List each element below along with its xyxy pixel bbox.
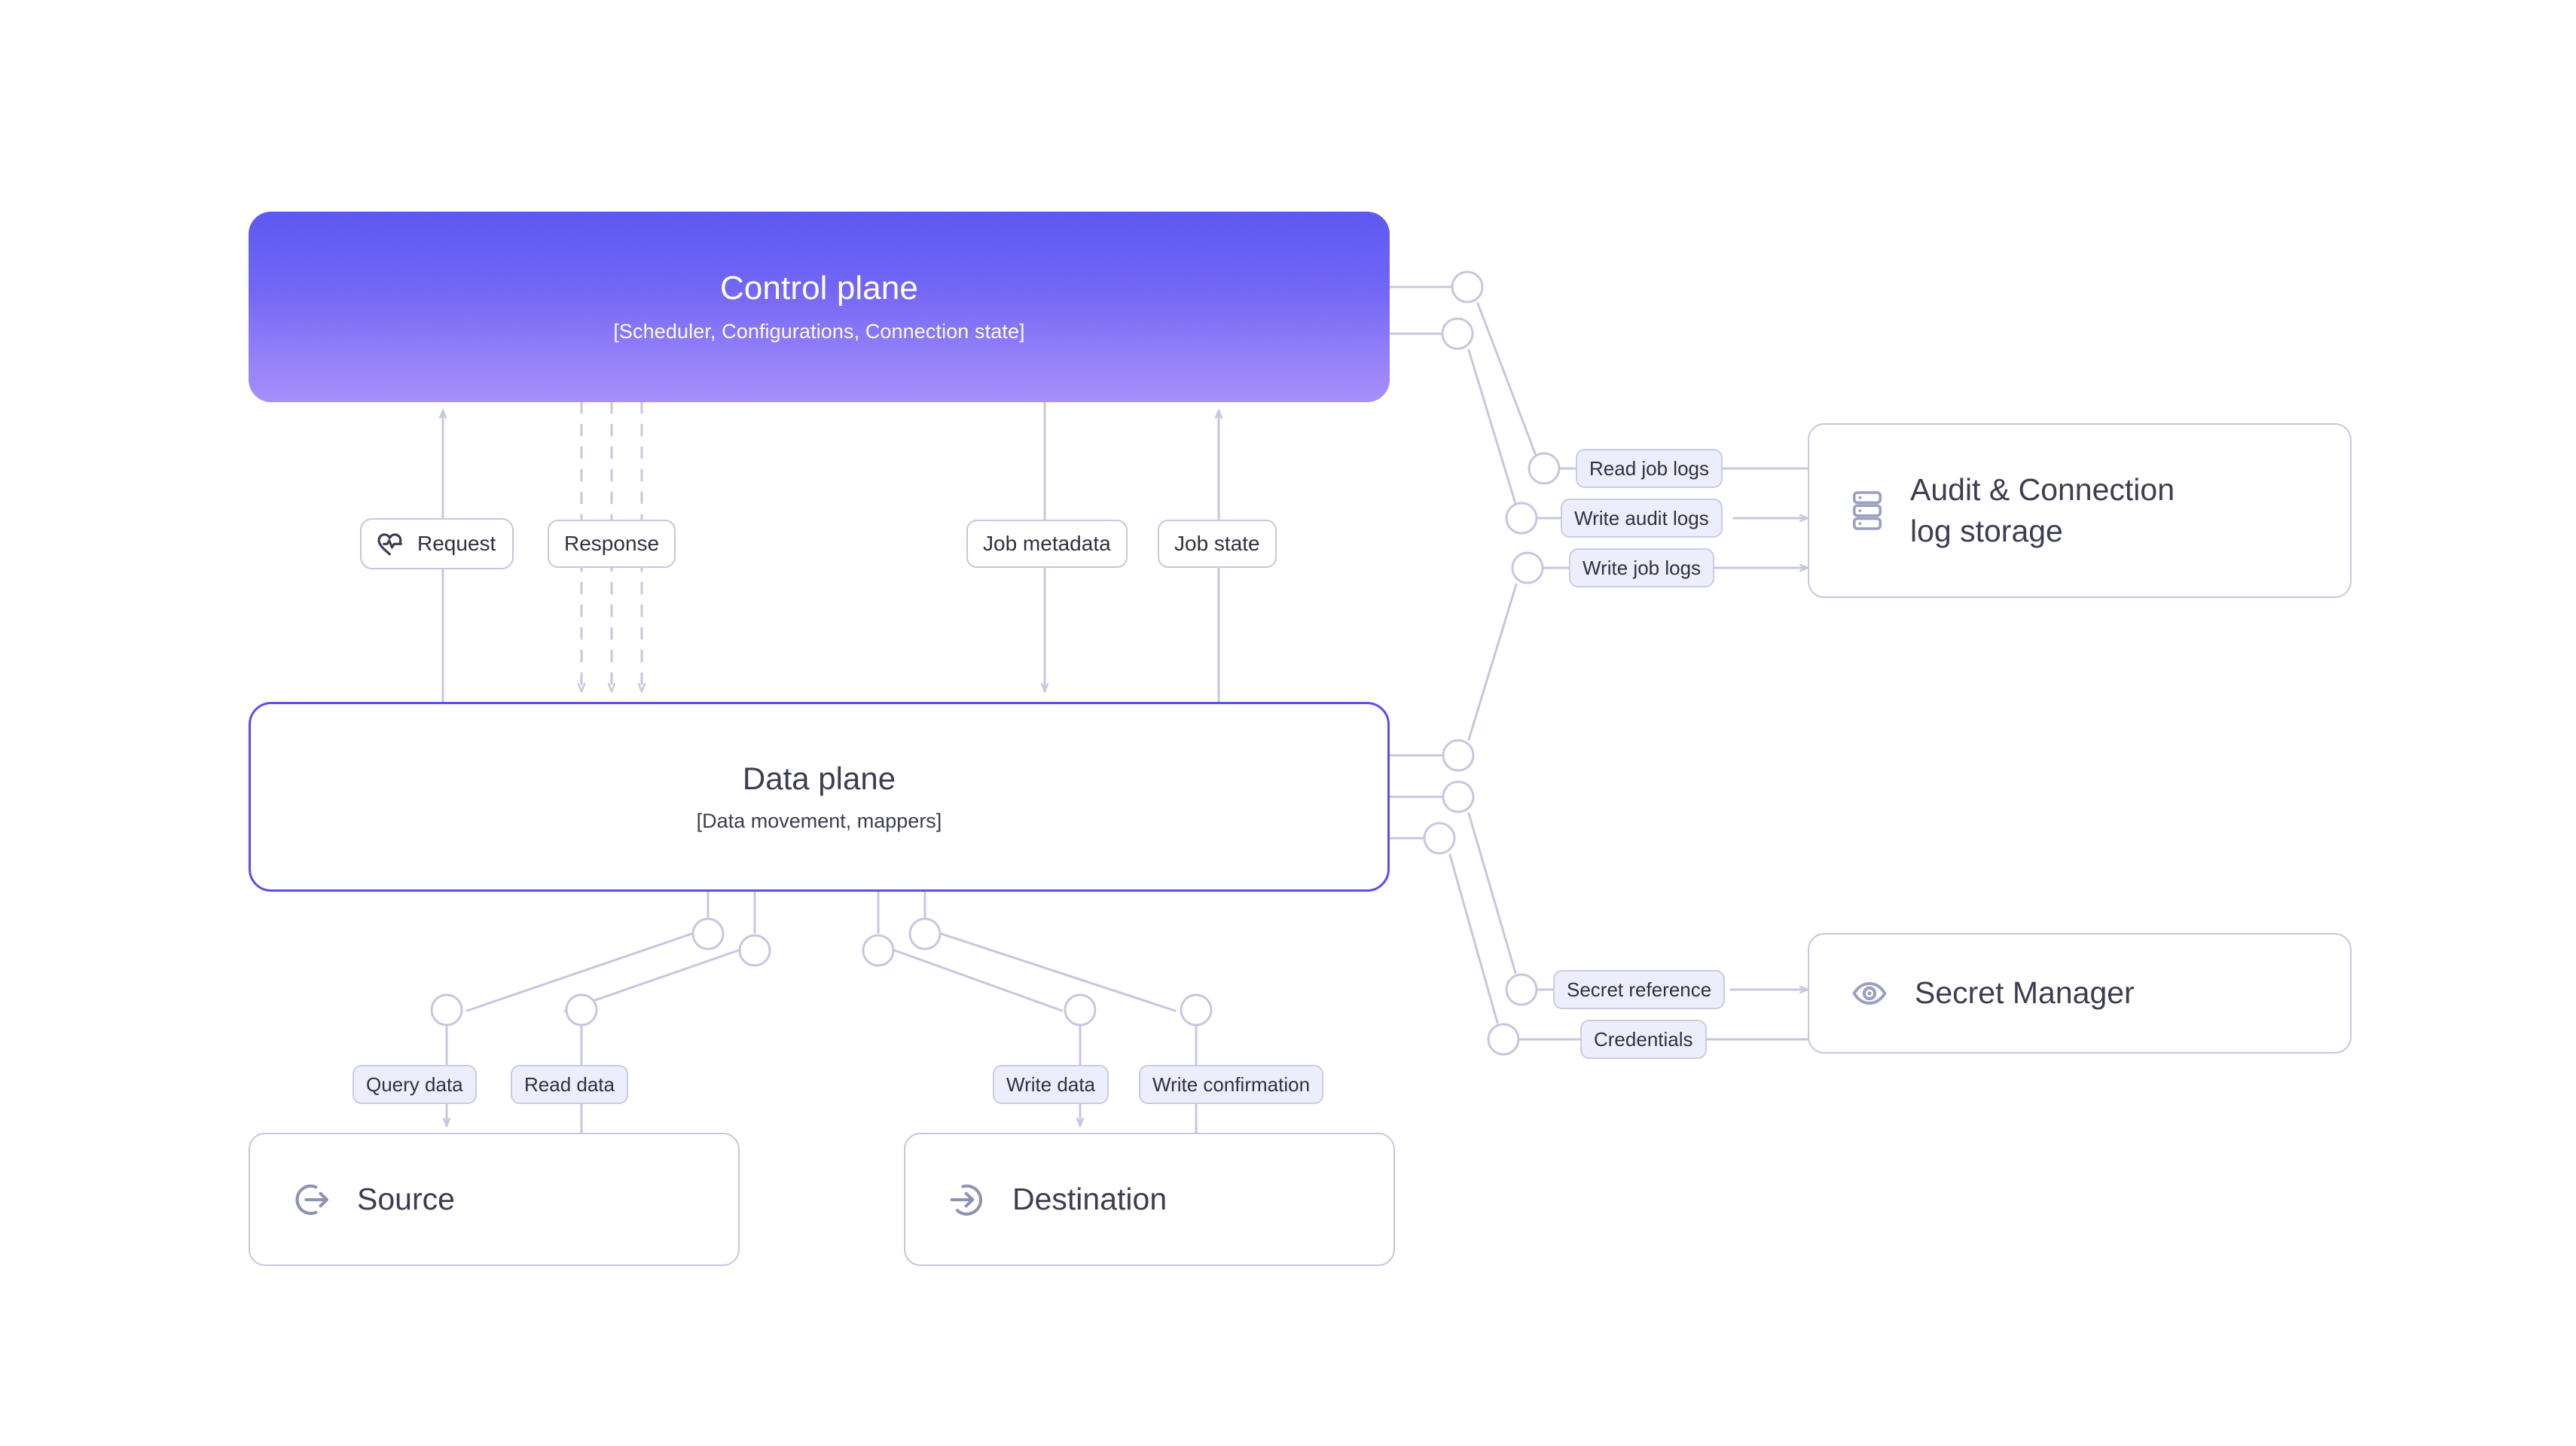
joint-dp-bottom-confirmation	[908, 917, 942, 950]
edge-label-secret-reference-text: Secret reference	[1567, 978, 1712, 1001]
joint-read-job-logs	[1528, 452, 1561, 485]
joint-dp-right-top	[1442, 739, 1475, 772]
destination-label: Destination	[1012, 1181, 1167, 1216]
source-label: Source	[357, 1181, 455, 1216]
secret-manager-node: Secret Manager	[1808, 933, 2352, 1054]
edge-label-read-data-text: Read data	[524, 1072, 615, 1096]
wire-write-diagonal	[893, 949, 1064, 1012]
edge-label-response: Response	[548, 520, 676, 568]
audit-log-storage-label-line1: Audit & Connection	[1910, 472, 2175, 508]
joint-write-audit-logs	[1505, 502, 1538, 535]
edge-label-request: Request	[360, 518, 514, 569]
edge-label-query-data: Query data	[353, 1065, 477, 1104]
joint-write-confirmation	[1180, 993, 1213, 1027]
joint-dp-bottom-read	[738, 934, 771, 967]
edge-label-read-job-logs-text: Read job logs	[1589, 456, 1709, 480]
joint-credentials	[1487, 1023, 1520, 1056]
edge-label-query-data-text: Query data	[366, 1072, 463, 1096]
joint-cp-right-top	[1451, 270, 1484, 304]
edge-label-job-metadata: Job metadata	[966, 520, 1128, 568]
edge-label-credentials-text: Credentials	[1594, 1027, 1693, 1051]
edge-label-write-data-text: Write data	[1006, 1072, 1096, 1096]
heart-pulse-icon	[375, 530, 405, 557]
joint-write-data	[1064, 993, 1097, 1027]
joint-query-data	[430, 993, 463, 1027]
destination-node: Destination	[904, 1133, 1395, 1266]
edge-label-write-data: Write data	[993, 1065, 1109, 1104]
control-plane-subtitle: [Scheduler, Configurations, Connection s…	[613, 320, 1025, 343]
joint-read-data	[565, 993, 598, 1027]
edge-label-credentials: Credentials	[1580, 1020, 1707, 1059]
edge-label-response-text: Response	[564, 532, 660, 555]
database-rack-icon	[1850, 489, 1885, 532]
edge-label-write-job-logs-text: Write job logs	[1583, 556, 1702, 579]
data-plane-title: Data plane	[742, 760, 896, 796]
joint-write-job-logs	[1511, 551, 1544, 584]
edge-label-write-job-logs: Write job logs	[1569, 548, 1715, 587]
joint-dp-bottom-query	[691, 917, 725, 950]
wire-dp-to-credentials	[1448, 853, 1499, 1024]
secret-manager-label: Secret Manager	[1915, 975, 2135, 1011]
edge-label-job-state: Job state	[1158, 520, 1277, 568]
joint-dp-right-bottom	[1423, 822, 1456, 855]
joint-circles	[430, 270, 1561, 1056]
arrow-in-circle-icon	[948, 1180, 987, 1219]
joint-dp-right-mid	[1442, 780, 1475, 813]
edge-label-write-audit-logs-text: Write audit logs	[1574, 506, 1709, 529]
eye-icon	[1850, 974, 1889, 1013]
control-plane-title: Control plane	[719, 270, 919, 307]
wire-dp-to-secretref	[1467, 812, 1517, 975]
control-plane-node: Control plane [Scheduler, Configurations…	[249, 212, 1390, 402]
edge-label-read-data: Read data	[511, 1065, 628, 1104]
arrow-out-circle-icon	[292, 1180, 331, 1219]
audit-log-storage-label: Audit & Connection log storage	[1910, 469, 2175, 552]
joint-secret-reference	[1505, 973, 1538, 1006]
data-plane-node: Data plane [Data movement, mappers]	[249, 702, 1390, 892]
edge-label-write-confirmation: Write confirmation	[1139, 1065, 1324, 1104]
wire-cp-to-readjoblogs	[1476, 302, 1538, 459]
audit-log-storage-node: Audit & Connection log storage	[1808, 423, 2352, 598]
edge-label-secret-reference: Secret reference	[1553, 970, 1726, 1009]
joint-cp-right-bottom	[1441, 317, 1474, 350]
data-plane-subtitle: [Data movement, mappers]	[696, 809, 942, 832]
grain-texture	[249, 212, 1390, 402]
edge-label-job-metadata-text: Job metadata	[983, 532, 1111, 555]
wire-cp-to-writeaudit	[1467, 349, 1518, 508]
wire-conf-diagonal	[940, 932, 1177, 1012]
wire-dp-to-writejoblogs	[1467, 583, 1518, 741]
edge-label-read-job-logs: Read job logs	[1576, 449, 1723, 488]
edge-label-request-text: Request	[417, 532, 496, 555]
source-node: Source	[249, 1133, 740, 1266]
wire-query-diagonal	[465, 932, 693, 1012]
edge-label-write-audit-logs: Write audit logs	[1561, 499, 1723, 538]
edge-label-write-confirmation-text: Write confirmation	[1152, 1072, 1311, 1096]
edge-label-job-state-text: Job state	[1174, 532, 1260, 555]
audit-log-storage-label-line2: log storage	[1910, 514, 2063, 548]
joint-dp-bottom-write	[862, 934, 895, 967]
